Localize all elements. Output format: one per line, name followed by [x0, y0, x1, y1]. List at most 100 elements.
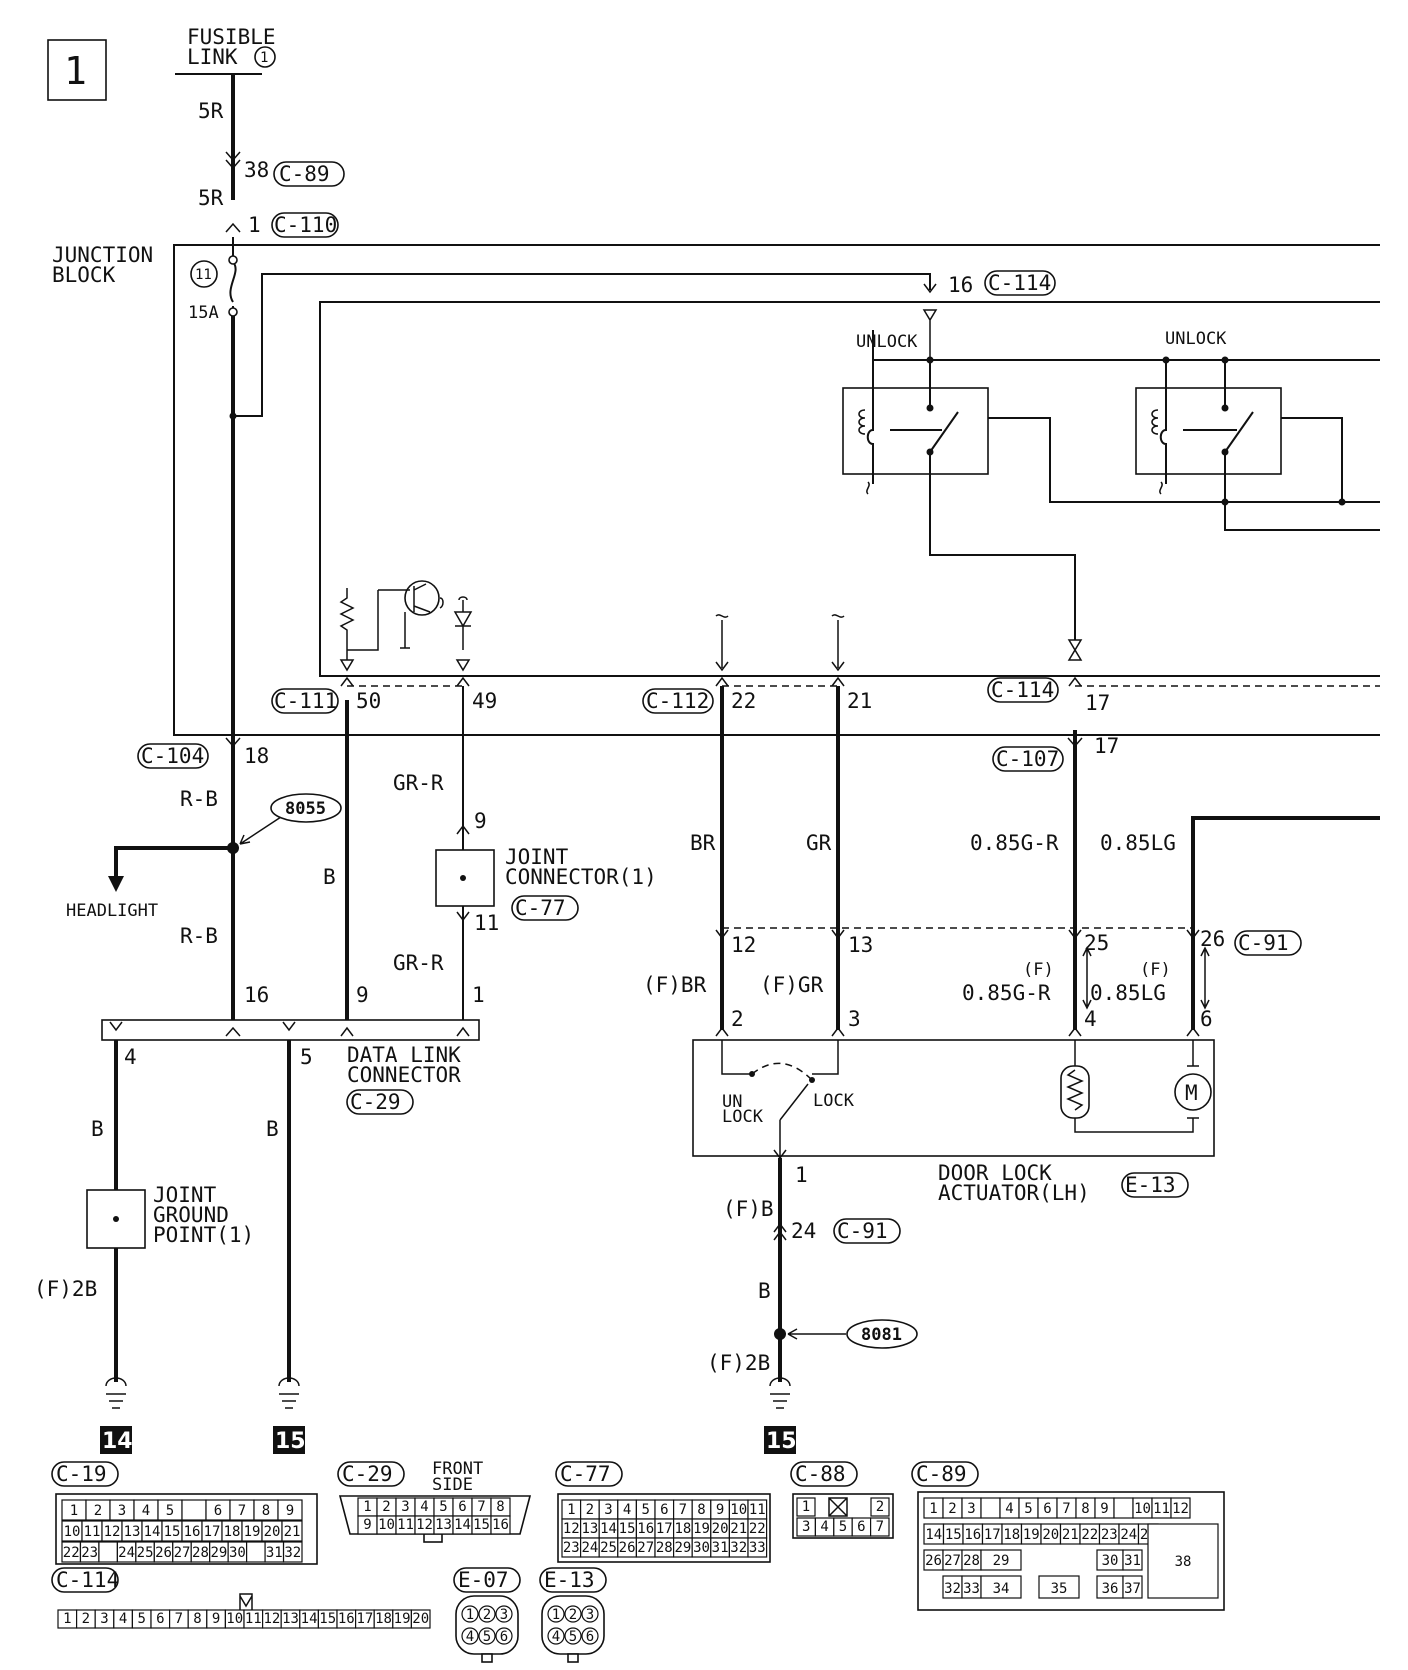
c89-cell	[980, 1497, 1001, 1519]
c89-label: C-89	[279, 162, 330, 186]
c19-pin-number: 11	[84, 1524, 101, 1540]
c29-pin-number: 15	[473, 1517, 490, 1533]
splice-8081-pointer	[787, 1328, 846, 1340]
c19-pin-number: 22	[63, 1545, 80, 1561]
c77-pin-number: 1	[567, 1502, 575, 1518]
pin-1: 1	[248, 213, 261, 237]
c19-pin-number: 23	[81, 1545, 98, 1561]
c112-label: C-112	[646, 689, 709, 713]
pin-49: 49	[472, 689, 497, 713]
pin-5: 5	[300, 1045, 313, 1069]
c114-pin-number: 13	[282, 1611, 299, 1627]
switch-un-label: UN	[722, 1092, 742, 1112]
c114-pin-number: 6	[156, 1611, 164, 1627]
c29-label: C-29	[350, 1090, 401, 1114]
c89-pin-number: 19	[1023, 1527, 1040, 1543]
c19-pin-number: 20	[264, 1524, 281, 1540]
pin-4b: 4	[1084, 1007, 1097, 1031]
actuator-heater	[1060, 1065, 1090, 1119]
c107-label: C-107	[996, 747, 1059, 771]
e07-pin-circle	[461, 1627, 479, 1645]
c77-pin-number: 5	[641, 1502, 649, 1518]
wire-br-label: BR	[690, 831, 716, 855]
front-side-label-2: SIDE	[432, 1475, 473, 1495]
ground-15a-label: 15	[275, 1429, 306, 1454]
c19-pin-number: 1	[70, 1503, 78, 1519]
relay-2-node-b	[1221, 356, 1229, 364]
e13-pin-circle	[564, 1627, 582, 1645]
c88-pin-number: 1	[802, 1499, 810, 1515]
c89-cell	[1113, 1497, 1134, 1519]
c89-pin-number: 35	[1051, 1581, 1068, 1597]
c89-pin-number: 14	[925, 1527, 942, 1543]
relay-2-node-f	[1338, 498, 1346, 506]
pin-9b: 9	[356, 983, 369, 1007]
pin-17a: 17	[1085, 691, 1110, 715]
pin-mark-c91	[715, 929, 1200, 940]
actuator-switch-arc	[751, 1062, 813, 1081]
c89-pill	[273, 161, 345, 187]
c89-pin-number: 1	[929, 1501, 937, 1517]
relay-1-coil	[866, 360, 874, 484]
c77-pin-number: 20	[712, 1521, 729, 1537]
splice-8081-dot	[774, 1328, 786, 1340]
joint-ground-dot	[113, 1216, 119, 1222]
pin-mark-jc-11	[456, 911, 470, 922]
joint-connector-dot	[460, 875, 466, 881]
c77-pin-number: 33	[749, 1540, 766, 1556]
c77-pin-number: 11	[749, 1502, 766, 1518]
wire-b4-label: B	[91, 1117, 104, 1141]
wire-g085-label: 0.85G-R	[970, 831, 1059, 855]
splice-8081-label: 8081	[861, 1325, 902, 1345]
c114-pin-number: 19	[394, 1611, 411, 1627]
relay-1-coil-symbol	[858, 409, 870, 495]
e13-title: E-13	[544, 1568, 595, 1592]
c114-pin-number: 17	[356, 1611, 373, 1627]
arrow-16	[923, 283, 937, 294]
c89-pin-number: 18	[1003, 1527, 1020, 1543]
c77-pin-number: 22	[749, 1521, 766, 1537]
pin-6: 6	[1200, 1007, 1213, 1031]
c88-cell	[796, 1497, 816, 1517]
wire-fbr-label: (F)BR	[643, 973, 707, 997]
ground-15b-label: 15	[766, 1429, 797, 1454]
c19-pin-number: 3	[118, 1503, 126, 1519]
pin-12: 12	[731, 933, 756, 957]
relay-1-feed	[872, 330, 1380, 394]
c77-pin-number: 10	[730, 1502, 747, 1518]
e13-key	[567, 1653, 579, 1663]
c89-pin-number: 22	[1081, 1527, 1098, 1543]
c77-pin-number: 32	[730, 1540, 747, 1556]
etacs-resistor	[339, 588, 379, 660]
headlight-arrow	[108, 876, 124, 892]
e07-pin-number: 1	[466, 1607, 474, 1623]
c89-pin-number: 6	[1043, 1501, 1051, 1517]
c114-pin-number: 15	[319, 1611, 336, 1627]
c77-pin-number: 13	[581, 1521, 598, 1537]
c89-pin-number: 10	[1134, 1501, 1151, 1517]
ground-15a-box	[273, 1426, 305, 1454]
c19-pin-number: 17	[204, 1524, 221, 1540]
c19-cell	[181, 1499, 207, 1521]
etacs-terminal-arrows-mid	[715, 614, 845, 672]
e07-key	[481, 1653, 493, 1663]
c29-pin-number: 1	[363, 1499, 371, 1515]
c89-pin-number: 4	[1005, 1501, 1013, 1517]
pin-17b: 17	[1094, 734, 1119, 758]
c89-pin-number: 8	[1081, 1501, 1089, 1517]
c19-title: C-19	[56, 1462, 107, 1486]
wire-gr-label: GR	[806, 831, 832, 855]
headlight-branch	[114, 846, 233, 878]
c114-pin-number: 16	[338, 1611, 355, 1627]
wire-b-dl-label: B	[323, 865, 336, 889]
c29-pin-number: 5	[439, 1499, 447, 1515]
c88-pin-number: 5	[839, 1519, 847, 1535]
c114a-label: C-114	[988, 271, 1051, 295]
etacs-inner-outline	[319, 301, 1380, 677]
c88-pin-number: 4	[820, 1519, 828, 1535]
c19-pin-number: 16	[184, 1524, 201, 1540]
relay-2-wiring	[1159, 360, 1380, 531]
c91b-label: C-91	[837, 1219, 888, 1243]
